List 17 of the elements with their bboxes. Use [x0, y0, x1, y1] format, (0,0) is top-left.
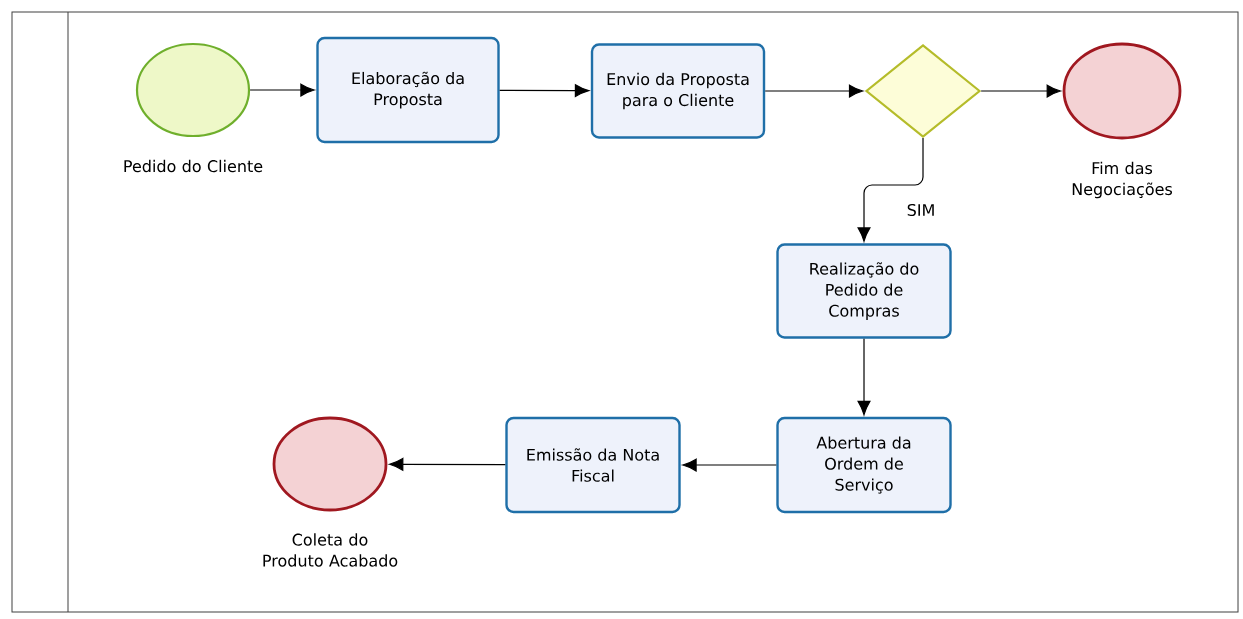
arrow	[857, 338, 871, 416]
task-box: Elaboração da Proposta	[316, 36, 500, 144]
task-box: Realização do Pedido de Compras	[776, 243, 952, 339]
arrow	[764, 84, 864, 98]
event-label: Coleta do Produto Acabado	[263, 533, 398, 567]
event-label: Fim das Negociações	[1072, 161, 1173, 199]
task-box: Emissão da Nota Fiscal	[505, 416, 681, 514]
arrow	[682, 458, 777, 472]
arrow	[388, 457, 506, 471]
task-box: Envio da Proposta para o Cliente	[590, 43, 766, 139]
edge-label: SIM	[905, 202, 937, 218]
arrow	[499, 84, 590, 98]
task-box: Abertura da Ordem de Serviço	[776, 416, 952, 514]
arrow	[980, 84, 1062, 98]
event-label: Pedido do Cliente	[124, 159, 263, 173]
arrow	[249, 83, 315, 97]
arrow	[857, 137, 924, 242]
